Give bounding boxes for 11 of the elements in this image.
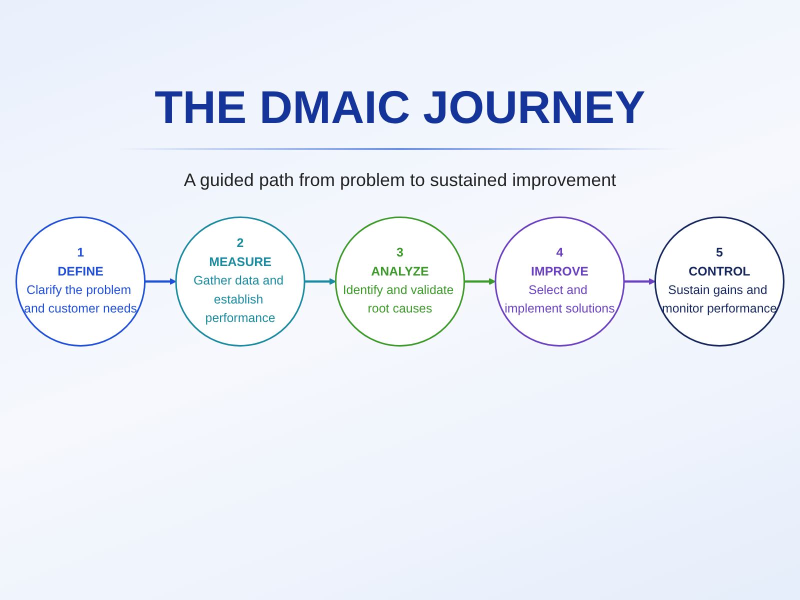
node-circle: 3 ANALYZE Identify and validate root causes (334, 216, 466, 347)
node-circle: 1 DEFINE Clarify the problem and customer needs (15, 216, 146, 347)
arrow (304, 278, 336, 285)
arrow (144, 278, 176, 285)
arrow (624, 278, 656, 285)
node-circle: 4 IMPROVE Select and implement solutions (494, 216, 625, 347)
node-circle: 5 CONTROL Sustain gains and monitor performance (654, 216, 785, 347)
arrow (464, 278, 496, 285)
subtitle: A guided path from problem to sustained improvement (182, 170, 618, 191)
title: THE DMAIC JOURNEY (154, 80, 646, 134)
node-circle: 2 MEASURE Gather data and establish performance (175, 216, 306, 347)
